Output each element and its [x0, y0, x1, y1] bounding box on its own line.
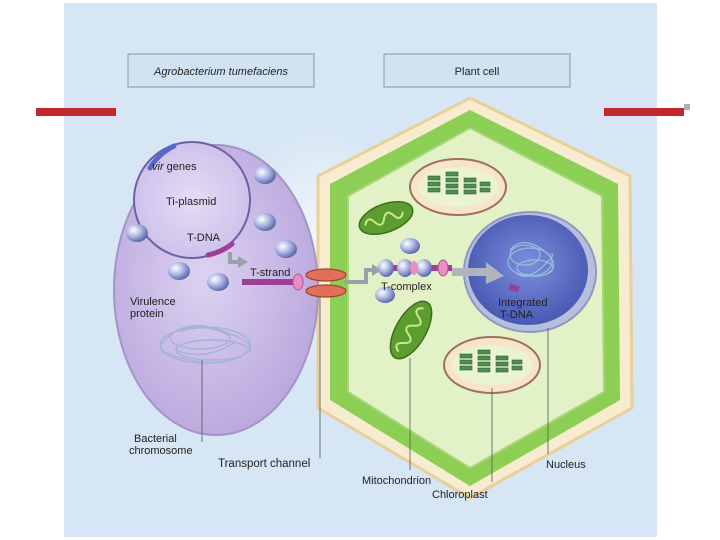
label-integrated-line2: T-DNA [500, 309, 534, 321]
header-plant-cell: Plant cell [455, 66, 500, 78]
t-dna-arrow [228, 252, 238, 264]
accent-bar-left [36, 108, 116, 116]
nucleus [463, 211, 597, 333]
header-box-bacterium [127, 53, 315, 88]
t-dna-region [205, 241, 235, 258]
leader-lines [201, 296, 549, 482]
ti-plasmid [133, 141, 251, 259]
mitochondrion-top [358, 200, 414, 236]
label-chloroplast: Chloroplast [432, 489, 488, 501]
label-bacterial-line2: chromosome [129, 445, 193, 457]
label-vir-genes: vir genes [152, 161, 197, 173]
mitochondrion-bottom [389, 300, 433, 360]
t-complex [375, 238, 452, 303]
accent-bar-right [604, 108, 684, 116]
transfer-arrow [344, 268, 374, 284]
t-strand [242, 279, 294, 285]
label-t-dna: T-DNA [187, 232, 221, 244]
label-integrated-line1: Integrated [498, 297, 548, 309]
nucleus-arrow-head [486, 262, 504, 284]
bacterial-chromosome [159, 325, 252, 364]
label-virulence-line2: protein [130, 308, 164, 320]
label-virulence-line1: Virulence [130, 296, 176, 308]
header-box-plant [383, 53, 571, 88]
transfer-arrow-head [372, 264, 382, 276]
label-t-strand: T-strand [250, 267, 290, 279]
chloroplast-top [409, 158, 507, 216]
accent-square [684, 104, 690, 110]
label-bacterial-line1: Bacterial [134, 433, 177, 445]
header-agrobacterium: Agrobacterium tumefaciens [153, 66, 288, 78]
label-ti-plasmid: Ti-plasmid [166, 196, 216, 208]
transport-channel [305, 268, 347, 298]
label-mitochondrion: Mitochondrion [362, 475, 431, 487]
t-strand-cap [292, 273, 304, 291]
t-dna-arrow-head [238, 256, 248, 268]
label-transport-channel: Transport channel [218, 458, 310, 470]
label-nucleus: Nucleus [546, 459, 586, 471]
label-t-complex: T-complex [381, 281, 432, 293]
virulence-proteins [126, 166, 297, 291]
integrated-t-dna-mark [508, 283, 520, 293]
vir-genes-region [147, 143, 177, 171]
chloroplast-bottom [443, 336, 541, 394]
